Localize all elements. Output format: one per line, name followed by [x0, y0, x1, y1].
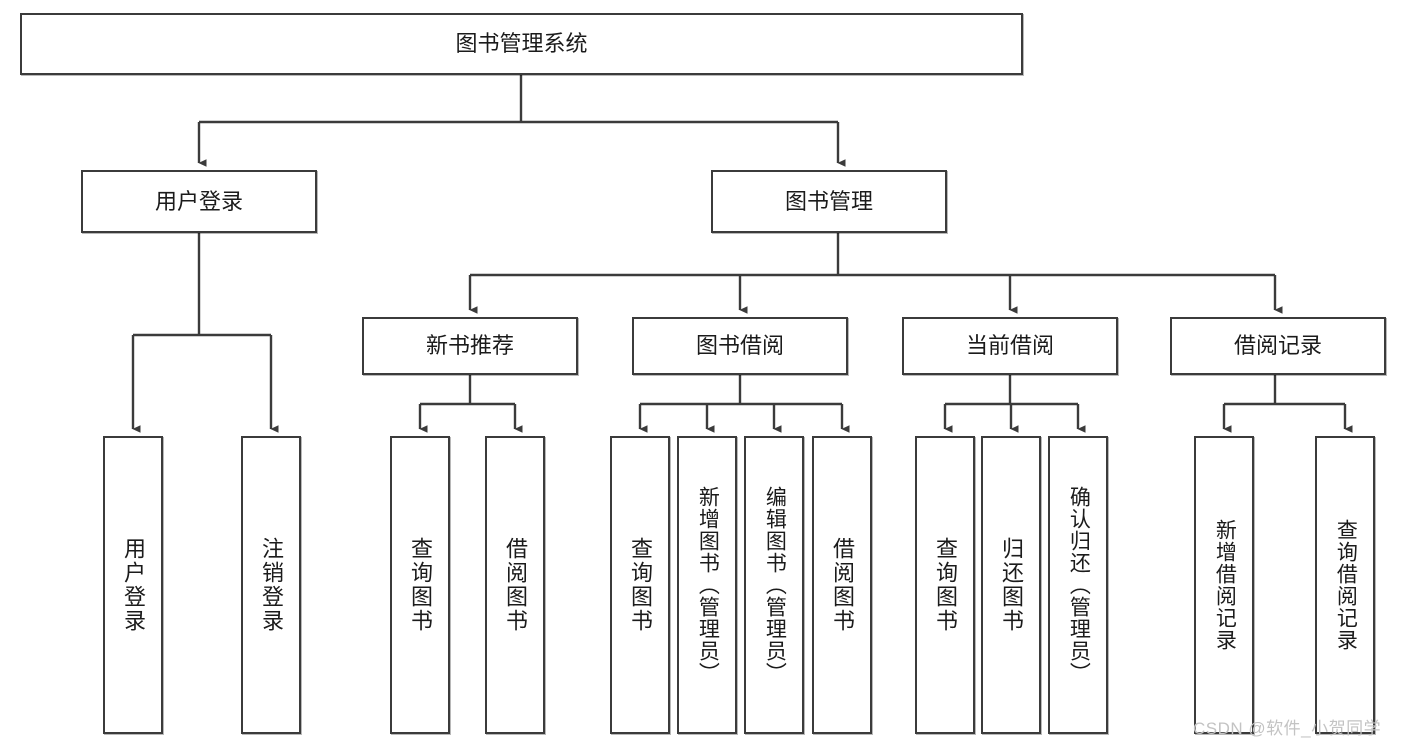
node-root[interactable]: 图书管理系统	[20, 13, 1023, 75]
node-leaf-return-book-label: 归还图书	[998, 537, 1024, 633]
node-leaf-edit-book-label: 编辑图书（管理员）	[763, 486, 787, 684]
node-leaf-query-book-2[interactable]: 查询图书	[610, 436, 670, 734]
node-leaf-logout-login-label: 注销登录	[258, 537, 284, 633]
node-book-borrow[interactable]: 图书借阅	[632, 317, 848, 375]
node-current-borrow[interactable]: 当前借阅	[902, 317, 1118, 375]
node-user-login[interactable]: 用户登录	[81, 170, 317, 233]
node-leaf-add-record[interactable]: 新增借阅记录	[1194, 436, 1254, 734]
node-leaf-query-book-3[interactable]: 查询图书	[915, 436, 975, 734]
csdn-watermark: CSDN @软件_小贺同学	[1193, 719, 1382, 738]
node-leaf-borrow-book-1[interactable]: 借阅图书	[485, 436, 545, 734]
node-leaf-borrow-book-2[interactable]: 借阅图书	[812, 436, 872, 734]
node-user-login-label: 用户登录	[154, 188, 243, 214]
node-current-borrow-label: 当前借阅	[965, 333, 1054, 359]
node-new-book-recommend[interactable]: 新书推荐	[362, 317, 578, 375]
node-leaf-user-login-label: 用户登录	[120, 537, 146, 633]
node-book-borrow-label: 图书借阅	[695, 333, 784, 359]
node-leaf-edit-book[interactable]: 编辑图书（管理员）	[744, 436, 804, 734]
node-leaf-borrow-book-2-label: 借阅图书	[829, 537, 855, 633]
node-leaf-query-record-label: 查询借阅记录	[1334, 519, 1358, 651]
node-leaf-borrow-book-1-label: 借阅图书	[502, 537, 528, 633]
node-leaf-add-book[interactable]: 新增图书（管理员）	[677, 436, 737, 734]
node-leaf-confirm-return-label: 确认归还（管理员）	[1067, 486, 1091, 684]
node-leaf-confirm-return[interactable]: 确认归还（管理员）	[1048, 436, 1108, 734]
node-leaf-query-book-1-label: 查询图书	[407, 537, 433, 633]
node-borrow-record-label: 借阅记录	[1233, 333, 1322, 359]
node-leaf-logout-login[interactable]: 注销登录	[241, 436, 301, 734]
node-leaf-user-login[interactable]: 用户登录	[103, 436, 163, 734]
node-leaf-add-record-label: 新增借阅记录	[1213, 519, 1237, 651]
node-leaf-query-record[interactable]: 查询借阅记录	[1315, 436, 1375, 734]
node-book-management-label: 图书管理	[784, 188, 873, 214]
node-book-management[interactable]: 图书管理	[711, 170, 947, 233]
node-borrow-record[interactable]: 借阅记录	[1170, 317, 1386, 375]
node-new-book-recommend-label: 新书推荐	[425, 333, 514, 359]
node-leaf-query-book-1[interactable]: 查询图书	[390, 436, 450, 734]
node-root-label: 图书管理系统	[455, 31, 588, 57]
node-leaf-add-book-label: 新增图书（管理员）	[696, 486, 720, 684]
node-leaf-query-book-2-label: 查询图书	[627, 537, 653, 633]
node-leaf-return-book[interactable]: 归还图书	[981, 436, 1041, 734]
node-leaf-query-book-3-label: 查询图书	[932, 537, 958, 633]
